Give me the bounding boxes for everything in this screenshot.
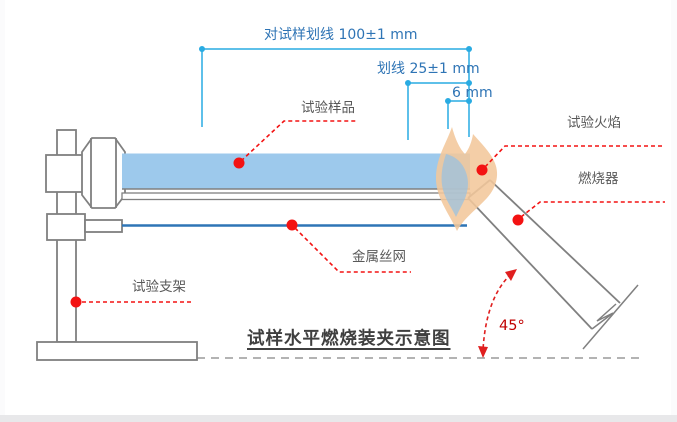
- callout-dots: [70, 157, 524, 308]
- test-stand: [36, 129, 198, 361]
- burner-leader: [520, 201, 665, 218]
- burner-tube: [467, 179, 639, 350]
- dimension-label-25: 划线 25±1 mm: [377, 61, 480, 77]
- support-plate: [121, 192, 471, 201]
- upper-clamp-block: [45, 154, 86, 193]
- sample-leader: [240, 120, 357, 162]
- angle-arc: [478, 269, 517, 358]
- wire-dot: [286, 219, 298, 231]
- dimension-lines: [199, 46, 472, 140]
- specimen-assembly: [121, 153, 471, 201]
- flame-leader: [484, 145, 665, 168]
- bottom-scroll-track: [0, 415, 677, 422]
- lower-clamp-block: [46, 213, 86, 241]
- dimension-label-6mm: 6 mm: [452, 85, 493, 101]
- burner-dot: [512, 214, 524, 226]
- angle-value-label: 45°: [499, 318, 525, 334]
- stand-dot: [70, 296, 82, 308]
- stand-label: 试验支架: [132, 279, 186, 295]
- wire-holder-rod: [84, 219, 123, 233]
- flame-dot: [476, 164, 488, 176]
- right-page-edge: [671, 0, 677, 422]
- clamp-head: [81, 137, 126, 209]
- dimension-label-100: 对试样划线 100±1 mm: [264, 27, 418, 43]
- sample-dot: [233, 157, 245, 169]
- stand-base: [36, 341, 198, 361]
- wire-mesh-label: 金属丝网: [352, 249, 406, 265]
- left-page-edge: [0, 0, 5, 422]
- tube-break-symbol: [582, 284, 639, 350]
- burner-label: 燃烧器: [578, 171, 619, 187]
- diagram-title: 试样水平燃烧装夹示意图: [247, 329, 451, 349]
- callout-leaders: [82, 120, 665, 303]
- sample-label: 试验样品: [301, 100, 355, 116]
- flame-icon: [435, 127, 498, 231]
- specimen-bar: [122, 153, 470, 189]
- test-flame-label: 试验火焰: [567, 115, 621, 131]
